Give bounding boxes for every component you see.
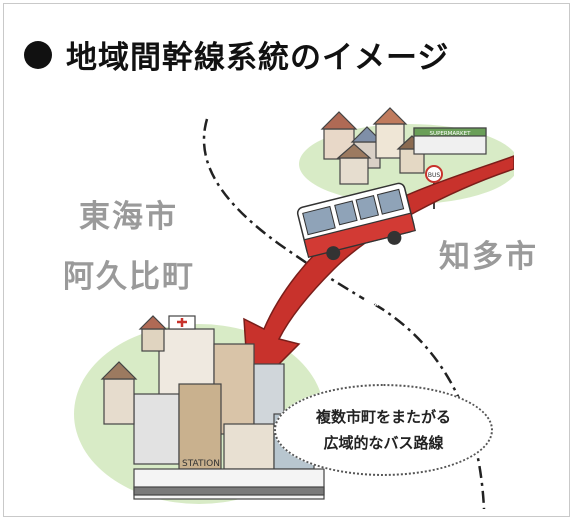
label-agui: 阿久比町 (63, 259, 195, 295)
label-tokai: 東海市 (79, 199, 178, 235)
label-chita: 知多市 (439, 239, 538, 275)
boundary-line-left (202, 118, 365, 301)
boundary-line-right (373, 302, 486, 509)
bus-icon (296, 182, 416, 261)
bubble-line-2: 広域的なバス路線 (323, 434, 444, 452)
arrow-label: 地域間幹線系統 (357, 258, 425, 318)
bubble-line-1: 複数市町をまたがる (315, 408, 451, 426)
description-bubble: 複数市町をまたがる 広域的なバス路線 (274, 384, 493, 476)
supermarket-sign: SUPERMARKET (430, 131, 472, 137)
lower-town (100, 315, 325, 500)
station-sign: STATION (182, 459, 220, 469)
title-text: 地域間幹線系統のイメージ (66, 40, 450, 76)
upper-town (320, 107, 487, 185)
bus-stop-label: BUS (428, 172, 441, 179)
figure-title: 地域間幹線系統のイメージ (24, 32, 449, 77)
bullet-icon (24, 40, 52, 69)
route-illustration: SUPERMARKET BUS 地域間幹線系統 (74, 107, 514, 509)
figure-frame: 地域間幹線系統のイメージ SUPERMARKET (3, 3, 570, 517)
